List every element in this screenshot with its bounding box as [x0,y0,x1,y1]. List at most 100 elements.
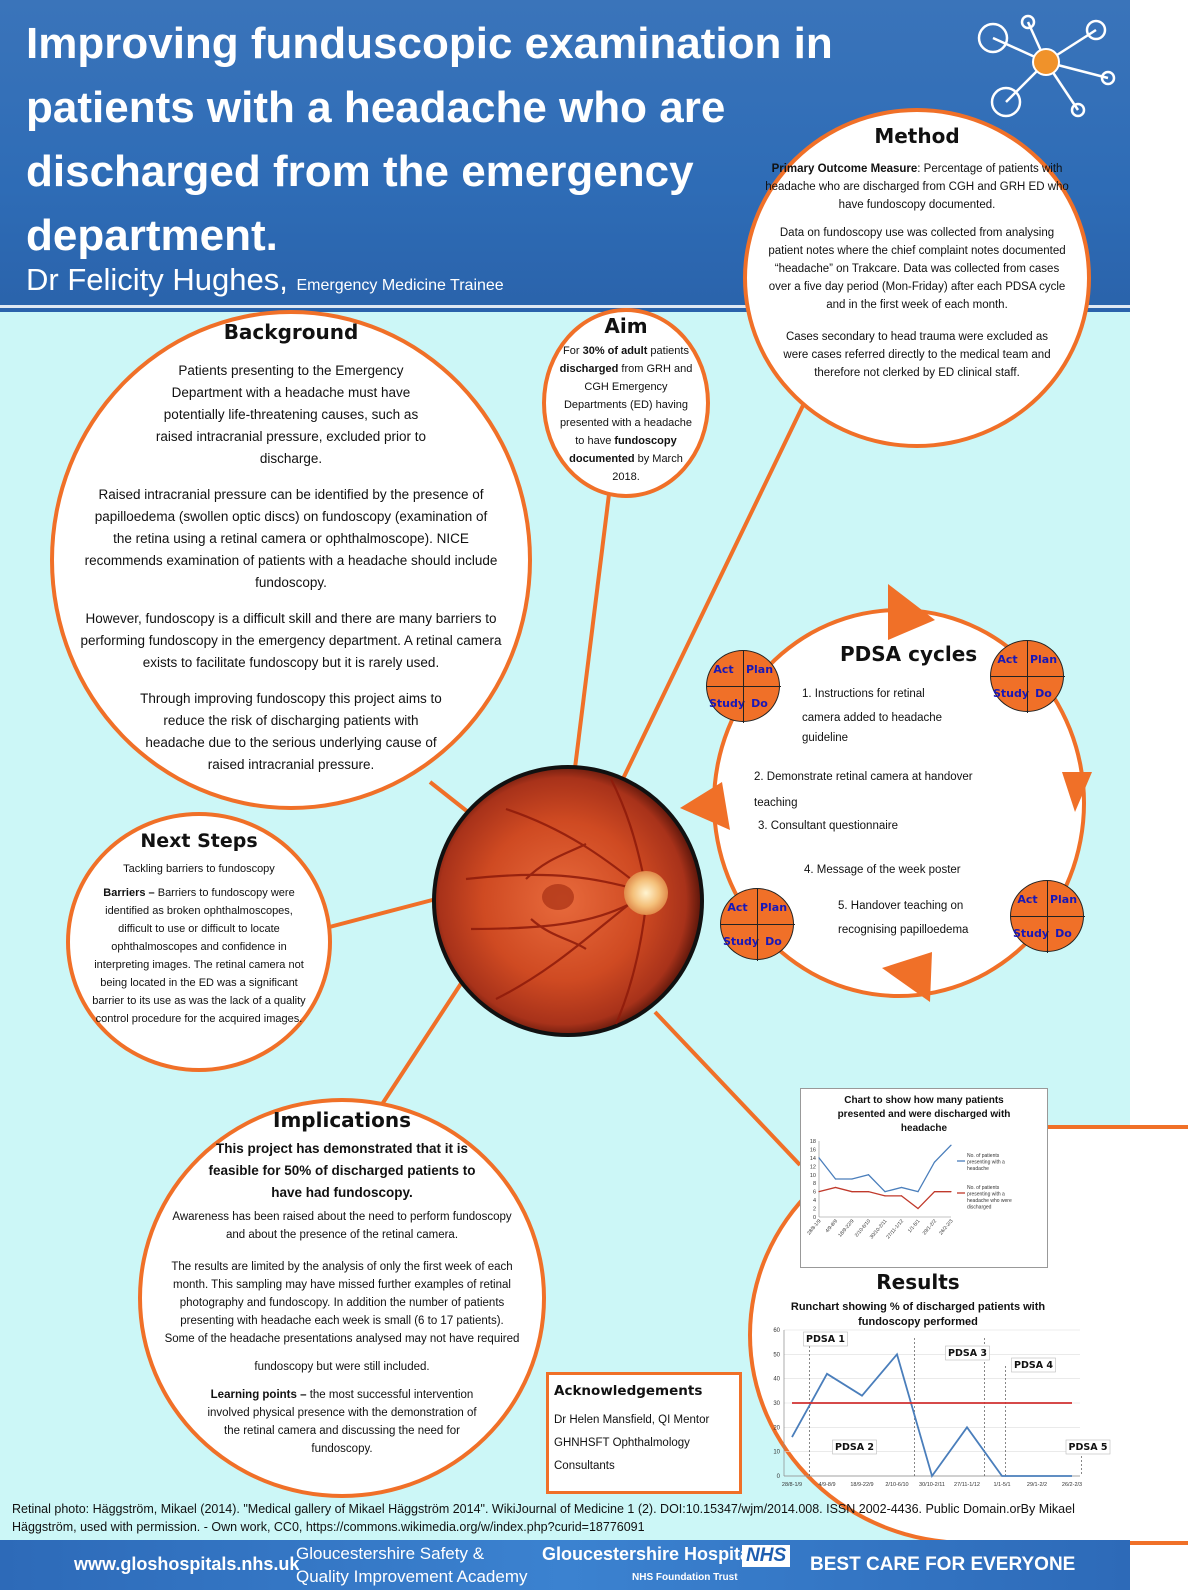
network-logo-icon [977,14,1116,118]
footer-bar: www.gloshospitals.nhs.uk Gloucestershire… [0,1540,1130,1590]
data-point [950,1144,952,1146]
data-point [933,1161,936,1163]
pdsa-annotation-label: PDSA 3 [948,1348,987,1359]
results-title: Results [876,1270,960,1294]
x-tick-label: 28/8-1/9 [782,1482,802,1488]
x-tick-label: 4/9-8/9 [824,1218,839,1234]
data-point [851,1178,853,1180]
headache-chart: Chart to show how many patients presente… [800,1088,1048,1268]
y-tick-label: 10 [810,1173,816,1179]
y-tick-label: 20 [773,1425,780,1431]
author-name: Dr Felicity Hughes, [26,262,288,297]
data-point [818,1191,820,1193]
method-primary-text: : Percentage of patients with headache w… [765,163,1069,211]
series-line-2 [818,1186,951,1210]
learning-points: Learning points – the most successful in… [207,1389,477,1455]
y-tick-label: 18 [810,1139,816,1145]
next-steps-title: Next Steps [140,830,258,852]
pdsa-annotation-box [1065,1439,1111,1455]
legend-label: discharged [967,1205,992,1211]
x-tick-label: 18/9-22/9 [837,1218,855,1238]
runchart-title: Runchart showing % of discharged patient… [790,1301,1046,1328]
x-tick-label: 26/2-2/3 [1062,1482,1082,1488]
legend-label: No. of patients [967,1153,1000,1159]
data-point [884,1191,886,1193]
header-divider [0,305,1130,308]
retina-illustration [436,769,700,1033]
cycle-arrow-icon [680,782,730,830]
hospitals-name: Gloucestershire Hospitals [542,1544,766,1564]
x-tick-label: 1/1-5/1 [993,1482,1010,1488]
x-tick-label: 27/11-1/12 [885,1218,905,1240]
website-link[interactable]: www.gloshospitals.nhs.uk [74,1554,300,1574]
legend-label: headache [967,1166,989,1172]
x-tick-label: 1/1-5/1 [907,1218,922,1234]
data-point [933,1191,936,1193]
y-tick-label: 10 [773,1450,780,1456]
background-paragraph-2: Raised intracranial pressure can be iden… [84,487,498,590]
implications-title: Implications [273,1108,411,1132]
legend-label: presenting with a [967,1160,1005,1166]
pdsa-item-3: 3. Consultant questionnaire [758,820,899,832]
headache-chart-title: Chart to show how many patients presente… [837,1095,1011,1134]
pdsa-item-2: 2. Demonstrate retinal camera at handove… [754,771,973,809]
y-tick-label: 2 [813,1207,816,1213]
data-point [851,1191,853,1193]
next-steps-barriers: Barriers – Barriers to fundoscopy were i… [92,887,306,1025]
background-title: Background [223,320,359,344]
connector-lines [317,394,810,1167]
implications-paragraph-2: The results are limited by the analysis … [164,1261,520,1345]
background-paragraph-4: Through improving fundoscopy this projec… [140,691,442,772]
x-tick-label: 18/9-22/9 [850,1482,873,1488]
method-primary-label: Primary Outcome Measure [771,163,918,175]
acknowledgements-list: Dr Helen Mansfield, QI Mentor GHNHSFT Op… [554,1414,710,1472]
x-tick-label: 26/2-2/3 [938,1218,955,1236]
legend-label: headache who were [967,1198,1012,1204]
y-tick-label: 6 [813,1190,816,1196]
background-circle: Background Patients presenting to the Em… [50,310,532,810]
y-tick-label: 40 [773,1377,780,1383]
x-tick-label: 29/1-2/2 [922,1218,939,1236]
data-point [900,1186,903,1189]
data-point [867,1191,870,1193]
legend-label: presenting with a [967,1192,1005,1198]
cycle-arrow-icon [1062,772,1092,812]
aim-circle: Aim For 30% of adult patients discharged… [542,308,710,498]
data-point [917,1207,919,1210]
method-title: Method [874,124,960,148]
y-tick-label: 0 [777,1474,781,1480]
y-tick-label: 4 [813,1198,816,1204]
pdsa-annotation-label: PDSA 1 [806,1334,845,1345]
cycle-arrow-icon [882,952,932,1002]
implications-paragraph-3: fundoscopy but were still included. [254,1361,430,1373]
trust-name: NHS Foundation Trust [632,1572,738,1583]
y-tick-label: 8 [813,1181,816,1187]
next-steps-intro: Tackling barriers to fundoscopy [123,863,275,875]
author-line: Dr Felicity Hughes, Emergency Medicine T… [26,262,504,298]
pdsa-annotation-box [945,1345,990,1361]
y-tick-label: 16 [810,1147,816,1153]
method-circle: Method Primary Outcome Measure: Percenta… [743,108,1091,448]
x-tick-label: 2/10-6/10 [885,1482,908,1488]
data-point [818,1157,820,1159]
x-tick-label: 27/11-1/12 [954,1482,980,1488]
nhs-logo: NHS [742,1545,791,1567]
y-tick-label: 12 [810,1164,816,1170]
method-paragraph-3: Cases secondary to head trauma were excl… [783,331,1051,379]
next-steps-circle: Next Steps Tackling barriers to fundosco… [66,812,332,1072]
pdsa-annotation-label: PDSA 5 [1069,1442,1108,1453]
pdsa-annotation-label: PDSA 2 [835,1442,874,1453]
x-tick-label: 30/10-2/11 [919,1482,945,1488]
method-primary: Primary Outcome Measure: Percentage of p… [765,160,1069,214]
data-point [950,1191,952,1193]
author-role: Emergency Medicine Trainee [296,277,504,294]
y-tick-label: 60 [773,1328,780,1334]
implications-circle: Implications This project has demonstrat… [138,1098,546,1498]
series-line-1 [818,1144,952,1193]
pdsa-item-1: 1. Instructions for retinal camera added… [802,688,943,744]
retina-photo [432,765,704,1037]
